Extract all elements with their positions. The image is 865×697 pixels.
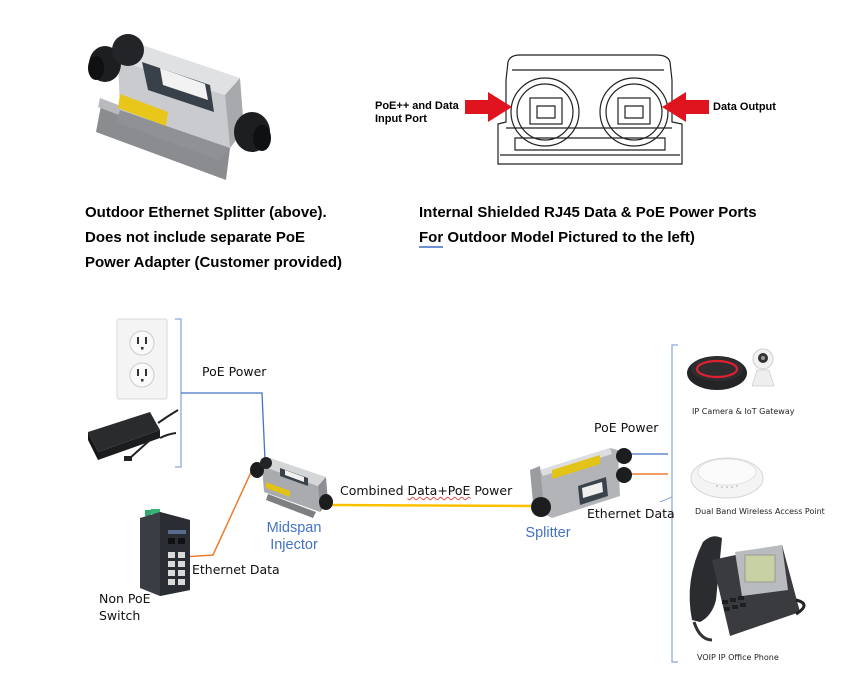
- output-arrow-icon: [662, 92, 709, 122]
- splitter-caption-line3: Power Adapter (Customer provided): [85, 254, 342, 271]
- splitter-caption-line1: Outdoor Ethernet Splitter (above).: [85, 204, 327, 221]
- cable-gland: [89, 46, 121, 82]
- wireless-access-point-icon: [690, 457, 764, 499]
- splitter-caption-line2: Does not include separate PoE: [85, 229, 306, 246]
- combined-label-part2: Data+PoE: [407, 483, 471, 498]
- ethernet-data-label-left: Ethernet Data: [192, 562, 280, 577]
- splitter-label-text: Splitter: [525, 525, 571, 541]
- voip-phone-icon: [689, 536, 806, 642]
- spellcheck-underlined-word: For: [419, 229, 444, 248]
- midspan-injector-label: Midspan Injector: [254, 520, 334, 554]
- combined-label-part1: Combined: [340, 483, 408, 498]
- output-port-label: Data Output: [713, 101, 776, 113]
- caution-sticker: [118, 94, 168, 126]
- input-port-label-line1: PoE++ and Data: [375, 100, 459, 112]
- rj45-port-output: [617, 97, 651, 125]
- power-source-bracket: [175, 318, 182, 468]
- injector-label-line1: Midspan: [266, 520, 322, 536]
- device-bracket: [671, 344, 678, 663]
- splitter-caption: Outdoor Ethernet Splitter (above). Does …: [85, 200, 342, 275]
- rj45-port-input: [529, 97, 563, 125]
- non-poe-switch-icon: [140, 509, 190, 596]
- ports-caption: Internal Shielded RJ45 Data & PoE Power …: [419, 200, 757, 250]
- ethernet-data-line-left: [182, 469, 253, 558]
- ports-caption-line1: Internal Shielded RJ45 Data & PoE Power …: [419, 204, 757, 221]
- mounting-plate: [96, 100, 230, 180]
- device-label-access-point: Dual Band Wireless Access Point: [695, 507, 825, 516]
- ports-caption-line2-rest: Outdoor Model Pictured to the left): [443, 229, 695, 246]
- input-port-label-line2: Input Port: [375, 113, 427, 125]
- input-arrow-icon: [465, 92, 512, 122]
- combined-label-part3: Power: [470, 483, 513, 498]
- midspan-injector-icon: [250, 457, 333, 518]
- combined-data-poe-label: Combined Data+PoE Power: [340, 483, 512, 498]
- switch-label-line2: Switch: [99, 608, 141, 623]
- splitter-label: [142, 62, 214, 112]
- injector-label-line2: Injector: [270, 537, 318, 553]
- poe-power-line-left: [181, 392, 266, 461]
- ethernet-data-label-right: Ethernet Data: [587, 506, 675, 521]
- non-poe-switch-label: Non PoE Switch: [99, 590, 151, 624]
- splitter-body: [118, 60, 230, 148]
- device-label-voip-phone: VOIP IP Office Phone: [697, 653, 779, 662]
- power-adapter-icon: [88, 409, 179, 461]
- input-port-label: PoE++ and Data Input Port: [375, 100, 459, 126]
- ports-caption-line2: For Outdoor Model Pictured to the left): [419, 225, 757, 250]
- wall-outlet-icon: [116, 318, 168, 400]
- device-label-ip-camera: IP Camera & IoT Gateway: [692, 407, 795, 416]
- switch-label-line1: Non PoE: [99, 591, 151, 606]
- ip-camera-gateway-icon: [687, 348, 775, 390]
- poe-power-label-right: PoE Power: [594, 420, 659, 435]
- combined-data-poe-line: [329, 503, 539, 508]
- poe-power-label-left: PoE Power: [202, 364, 267, 379]
- port-housing: [497, 54, 683, 165]
